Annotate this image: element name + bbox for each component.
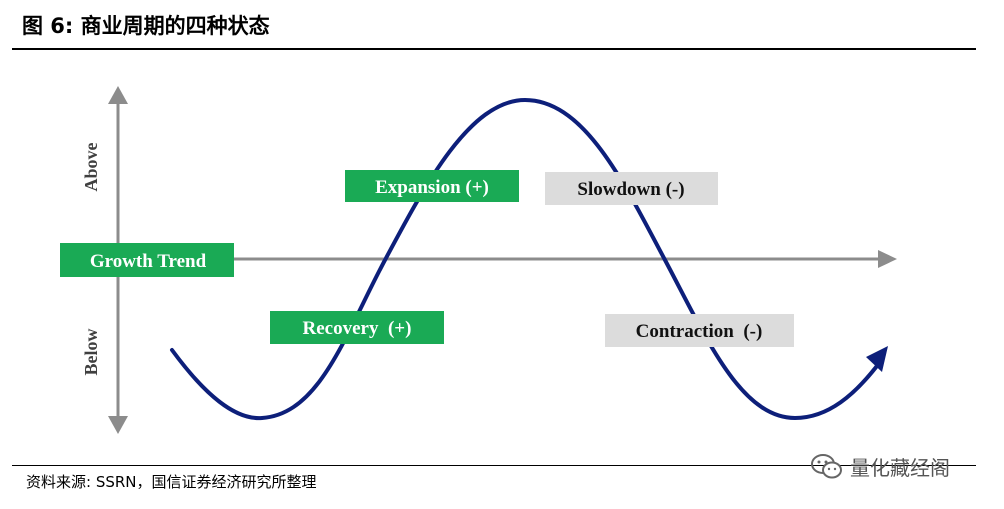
above-label: Above bbox=[81, 142, 101, 191]
trend-axis bbox=[234, 250, 897, 268]
cycle-curve bbox=[170, 97, 882, 421]
phase-expansion-label: Expansion (+) bbox=[375, 177, 489, 198]
phase-slowdown-label: Slowdown (-) bbox=[577, 179, 684, 200]
phase-slowdown-box: Slowdown (-) bbox=[545, 172, 718, 205]
source-note: 资料来源: SSRN，国信证券经济研究所整理 bbox=[26, 473, 317, 491]
trend-axis-arrowhead bbox=[878, 250, 897, 268]
phase-contraction-box: Contraction (-) bbox=[605, 314, 794, 347]
phase-contraction-label: Contraction (-) bbox=[636, 321, 763, 342]
growth-trend-box: Growth Trend bbox=[60, 243, 234, 277]
cycle-curve-arrowhead bbox=[866, 346, 888, 372]
figure-title: 图 6: 商业周期的四种状态 bbox=[22, 14, 270, 38]
axis-down-arrowhead bbox=[108, 416, 128, 434]
top-rule bbox=[12, 48, 976, 50]
below-label: Below bbox=[81, 329, 101, 376]
phase-recovery-box: Recovery (+) bbox=[270, 311, 444, 344]
growth-trend-label: Growth Trend bbox=[90, 251, 207, 272]
wechat-icon bbox=[811, 453, 842, 478]
watermark: 量化藏经阁 bbox=[810, 452, 950, 481]
bottom-rule bbox=[12, 465, 976, 466]
axis-up-arrowhead bbox=[108, 86, 128, 104]
phase-recovery-label: Recovery (+) bbox=[303, 318, 412, 339]
phase-expansion-box: Expansion (+) bbox=[345, 170, 519, 202]
watermark-text: 量化藏经阁 bbox=[850, 456, 950, 480]
